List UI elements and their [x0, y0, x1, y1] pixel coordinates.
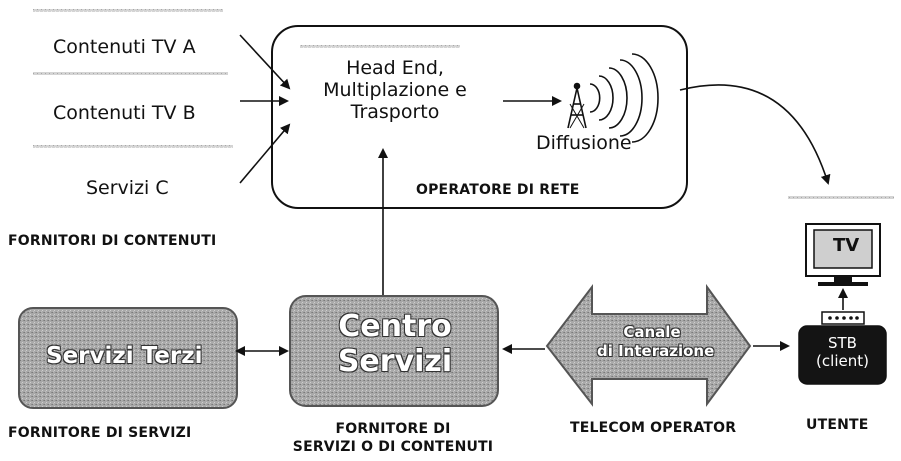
stb-line-2: (client)	[816, 352, 869, 370]
tv-label: TV	[833, 235, 860, 256]
third-party-services-label: Servizi Terzi	[46, 343, 203, 369]
third-party-services-box	[18, 307, 238, 409]
provider-separators	[33, 9, 233, 148]
head-end-line-2: Multiplazione e	[323, 78, 467, 101]
interaction-channel-label: Canale di Interazione	[597, 323, 715, 361]
network-operator-box	[271, 25, 688, 209]
provider-services-c: Servizi C	[86, 177, 169, 199]
antenna-icon	[567, 53, 659, 143]
interaction-channel-arrow	[545, 283, 752, 408]
provider-tv-a: Contenuti TV A	[53, 36, 196, 58]
stb-label: STB (client)	[799, 334, 886, 370]
network-operator-caption: OPERATORE DI RETE	[416, 182, 580, 198]
third-party-caption: FORNITORE DI SERVIZI	[8, 425, 192, 441]
diffusion-label: Diffusione	[536, 132, 632, 154]
provider-tv-b: Contenuti TV B	[53, 102, 196, 124]
stb-icon	[798, 311, 887, 385]
stb-line-1: STB	[828, 334, 857, 352]
service-center-caption: FORNITORE DI SERVIZI O DI CONTENUTI	[268, 420, 518, 456]
service-center-caption-line-1: FORNITORE DI	[335, 421, 451, 437]
head-end-line-1: Head End,	[346, 57, 444, 79]
service-center-line-1: Centro	[338, 309, 452, 344]
interaction-channel-line-2: di Interazione	[597, 341, 715, 360]
broadcast-arrow	[679, 84, 831, 185]
user-caption: UTENTE	[806, 417, 869, 433]
head-end-label: Head End, Multiplazione e Trasporto	[300, 57, 490, 124]
telecom-operator-caption: TELECOM OPERATOR	[570, 420, 737, 436]
head-end-line-3: Trasporto	[350, 100, 440, 123]
tv-icon	[805, 223, 881, 286]
content-providers-caption: FORNITORI DI CONTENUTI	[8, 233, 217, 249]
provider-arrows	[239, 34, 291, 184]
service-center-box	[289, 295, 499, 407]
service-center-label: Centro Servizi	[300, 309, 490, 379]
interaction-channel-line-1: Canale	[623, 323, 681, 341]
service-center-line-2: Servizi	[337, 343, 453, 379]
service-center-caption-line-2: SERVIZI O DI CONTENUTI	[292, 439, 494, 456]
